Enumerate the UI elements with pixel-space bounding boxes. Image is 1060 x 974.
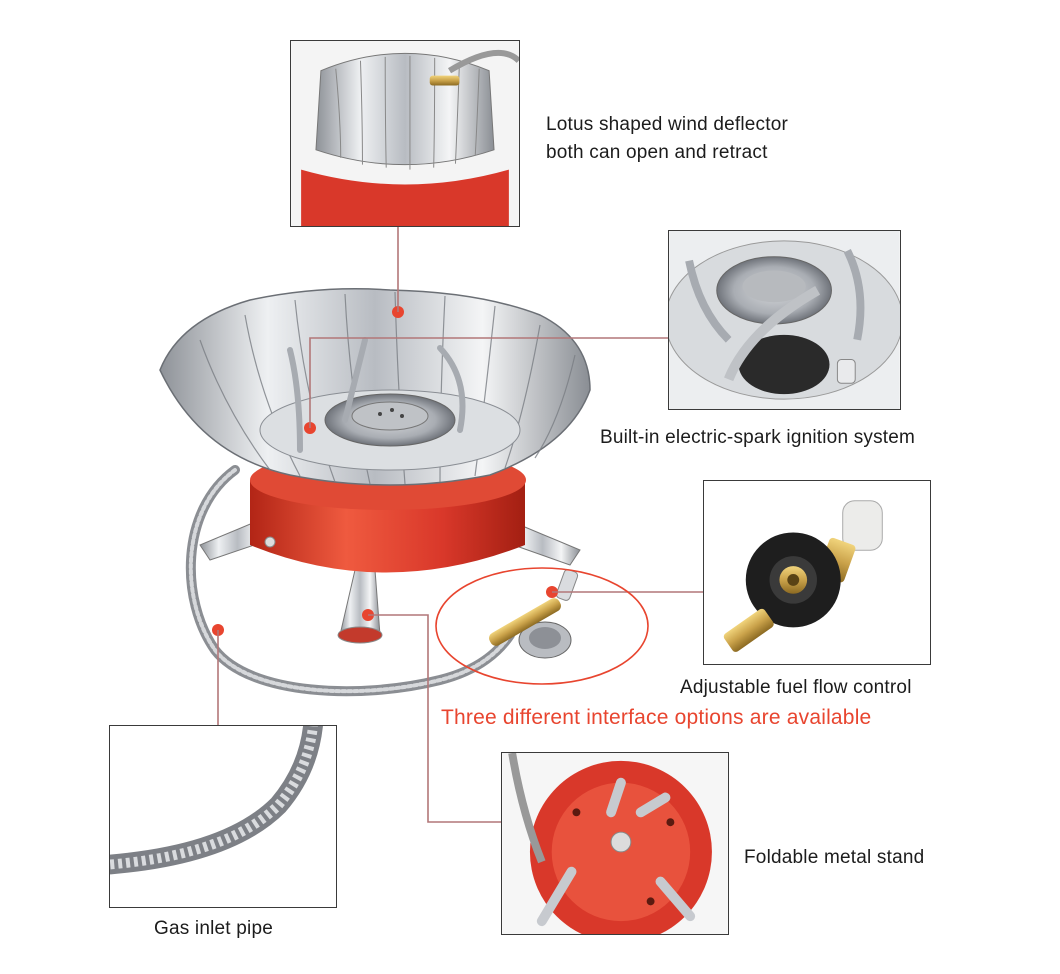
wind-deflector-closeup-image — [291, 41, 519, 226]
fuel-control-label: Adjustable fuel flow control — [680, 674, 912, 702]
gas-pipe-closeup-image — [110, 726, 336, 907]
gas-pipe-detail-box — [109, 725, 337, 908]
metal-stand-closeup-image — [502, 753, 728, 934]
metal-stand-text: Foldable metal stand — [744, 847, 925, 868]
wind-deflector-line-1: Lotus shaped wind deflector — [546, 114, 789, 135]
stove-main-illustration — [159, 288, 591, 697]
wind-deflector-label: Lotus shaped wind deflector both can ope… — [546, 111, 788, 167]
fuel-control-text: Adjustable fuel flow control — [680, 677, 912, 698]
wind-deflector-detail-box — [290, 40, 520, 227]
ignition-detail-box — [668, 230, 901, 410]
gas-pipe-text: Gas inlet pipe — [154, 918, 273, 939]
interface-options-text: Three different interface options are av… — [441, 706, 872, 729]
ignition-label: Built-in electric-spark ignition system — [600, 424, 915, 452]
wind-deflector-line-2: both can open and retract — [546, 142, 768, 163]
ignition-text: Built-in electric-spark ignition system — [600, 427, 916, 448]
metal-stand-label: Foldable metal stand — [744, 844, 924, 872]
metal-stand-detail-box — [501, 752, 729, 935]
interface-options-note: Three different interface options are av… — [441, 704, 871, 732]
gas-pipe-label: Gas inlet pipe — [154, 915, 273, 943]
fuel-control-closeup-image — [704, 481, 930, 664]
fuel-control-detail-box — [703, 480, 931, 665]
ignition-closeup-image — [669, 231, 900, 409]
